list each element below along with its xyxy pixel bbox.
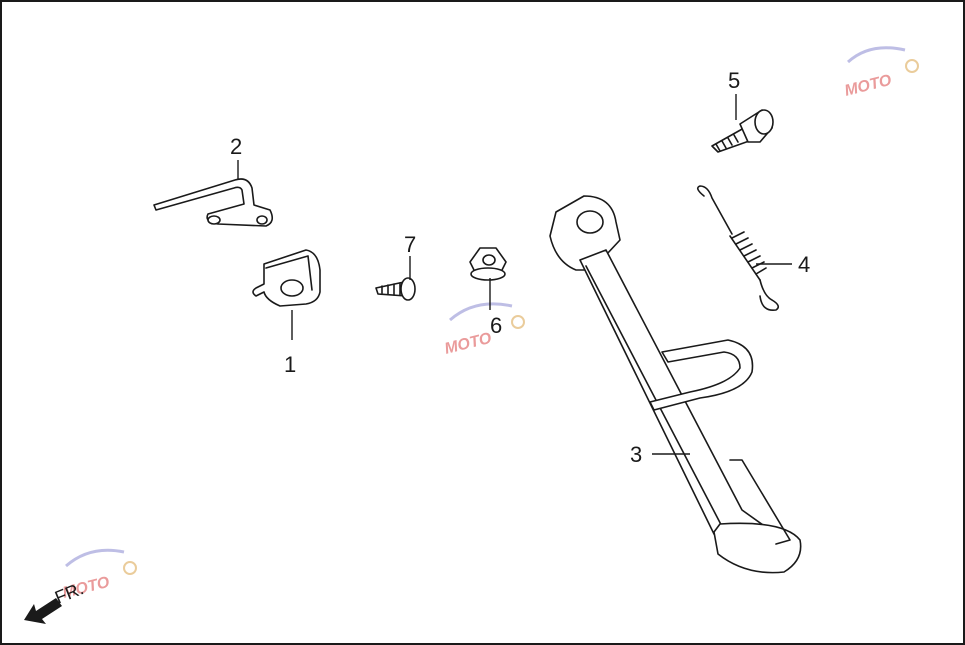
- watermark-logo-center: MOTO: [443, 302, 525, 358]
- callout-4: 4: [798, 252, 810, 277]
- part-1-stopper-plate: [252, 249, 321, 307]
- watermark-logo-top-right: MOTO: [843, 46, 919, 100]
- leader-lines: [237, 94, 792, 455]
- front-direction-arrow: FR.: [24, 578, 86, 624]
- watermark-text: MOTO: [843, 72, 894, 100]
- callout-2: 2: [230, 134, 242, 159]
- callout-1: 1: [284, 352, 296, 377]
- part-5-shoulder-bolt: [711, 109, 774, 153]
- watermark-text: MOTO: [443, 330, 494, 358]
- callout-5: 5: [728, 68, 740, 93]
- part-4-spring: [696, 185, 780, 312]
- part-3-side-stand: [549, 195, 802, 574]
- callout-7: 7: [404, 232, 416, 257]
- callout-3: 3: [630, 442, 642, 467]
- callout-6: 6: [490, 313, 502, 338]
- arrow-left-down-icon: [24, 598, 62, 624]
- part-2-bracket: [153, 178, 274, 227]
- part-7-screw: [375, 277, 416, 301]
- part-6-flange-nut: [469, 247, 507, 281]
